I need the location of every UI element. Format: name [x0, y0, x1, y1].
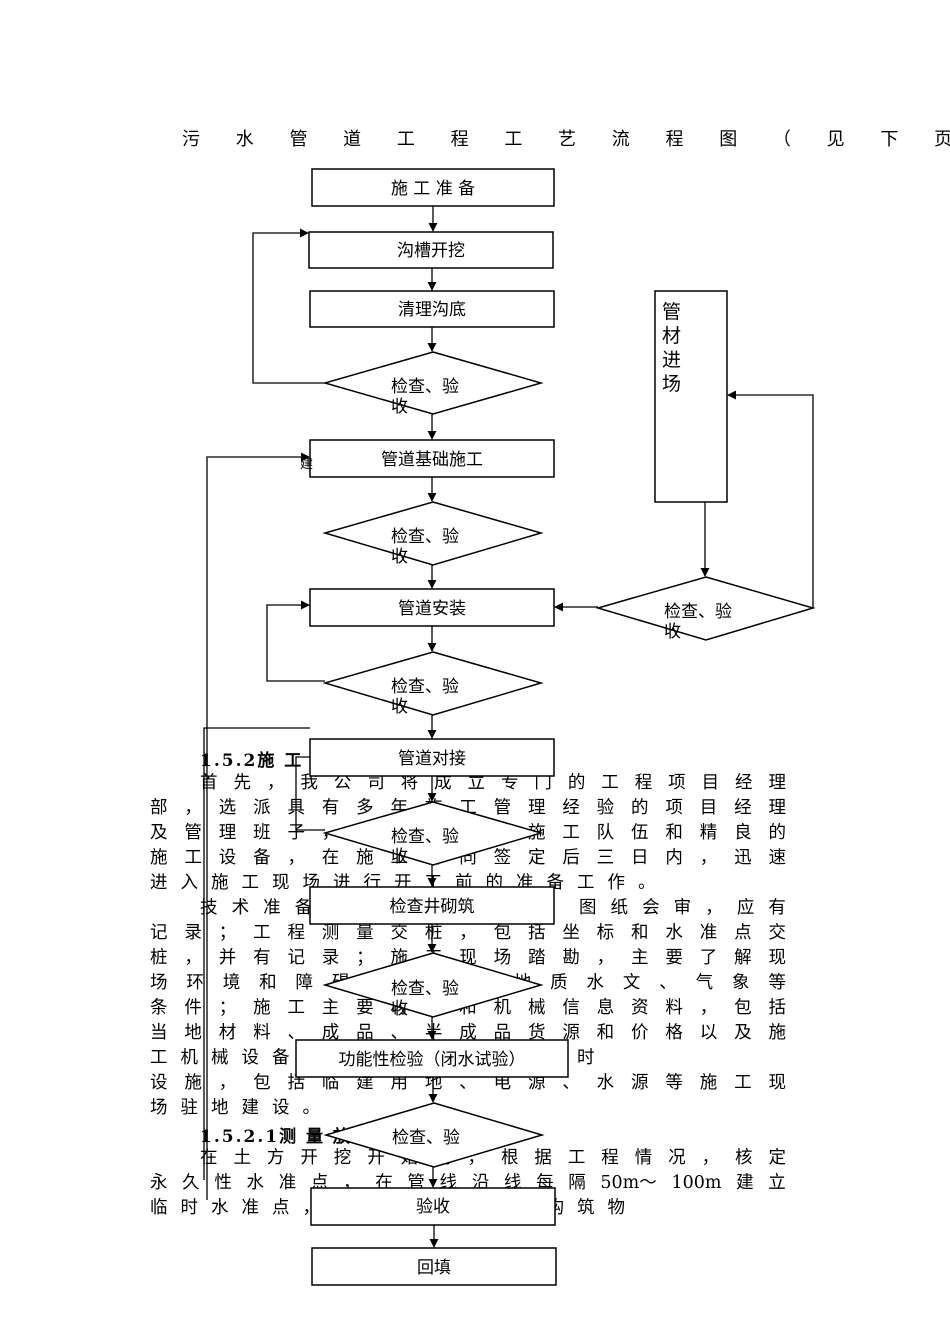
decision-label-6: 检查、验	[392, 1128, 460, 1148]
node-label-well: 检查井砌筑	[390, 897, 475, 917]
node-label-pipe-1: 管	[662, 301, 681, 323]
node-box-well	[309, 886, 555, 925]
decision-label-1b: 收	[391, 397, 408, 417]
node-label-trench: 沟槽开挖	[397, 241, 465, 261]
node-label-backfill: 回填	[417, 1258, 451, 1278]
section-heading-1-5-2-1: 1.5.2.1测 量 放 线	[200, 1127, 379, 1147]
decision-label-5b: 收	[391, 999, 408, 1019]
decision-label-4b: 收	[391, 847, 408, 867]
node-box-pipe-arrival	[654, 290, 728, 503]
node-label-base: 管道基础施工	[381, 450, 483, 470]
feedback-line-joint	[203, 727, 310, 1180]
decision-diamond-1	[322, 351, 544, 415]
decision-diamond-6	[323, 1102, 545, 1168]
node-label-pipe-4: 场	[662, 373, 681, 395]
decision-diamond-pipe	[595, 576, 816, 641]
decision-label-1a: 检查、验	[391, 377, 459, 397]
body-text-line: 场驻地建设。	[150, 1098, 320, 1118]
node-label-joint: 管道对接	[398, 749, 466, 769]
node-label-pipe-3: 进	[662, 349, 681, 371]
node-label-install: 管道安装	[398, 599, 466, 619]
node-box-install	[309, 588, 555, 627]
decision-label-3b: 收	[391, 697, 408, 717]
decision-label-2b: 收	[391, 547, 408, 567]
node-box-func	[295, 1039, 569, 1078]
decision-label-3a: 检查、验	[391, 677, 459, 697]
decision-diamond-4	[322, 801, 544, 866]
decision-label-4a: 检查、验	[391, 827, 459, 847]
node-label-func: 功能性检验（闭水试验）	[339, 1050, 526, 1070]
document-title: 污 水 管 道 工 程 工 艺 流 程 图 （ 见 下 页 ）	[182, 129, 950, 150]
decision-label-pipe-a: 检查、验	[664, 602, 732, 622]
node-box-base	[309, 439, 555, 478]
feedback-arrow-base	[206, 452, 310, 1200]
decision-label-pipe-b: 收	[664, 622, 681, 642]
node-label-clean: 清理沟底	[398, 300, 466, 320]
feedback-arrow-1	[252, 228, 325, 384]
node-box-accept	[310, 1187, 556, 1226]
decision-label-2a: 检查、验	[391, 527, 459, 547]
body-text-line: 记录；工程测量交桩，包括坐标和水准点交	[150, 923, 786, 943]
node-label-prep: 施 工 准 备	[391, 179, 475, 199]
node-box-backfill	[311, 1247, 557, 1286]
body-text-line: 首先，我公司将成立专门的工程项目经理	[200, 773, 786, 793]
feedback-arrow-3	[266, 600, 325, 682]
node-box-trench	[308, 231, 554, 269]
node-box-joint	[309, 738, 555, 777]
stray-mark: 建	[300, 457, 313, 472]
section-heading-1-5-2: 1.5.2施 工	[200, 751, 304, 771]
decision-diamond-3	[322, 651, 544, 716]
decision-label-5a: 检查、验	[391, 979, 459, 999]
node-label-accept: 验收	[416, 1197, 450, 1217]
decision-diamond-5	[322, 952, 544, 1018]
decision-diamond-2	[322, 501, 544, 566]
feedback-line-4	[295, 756, 325, 831]
feedback-arrow-pipe	[727, 390, 814, 608]
body-text-line: 当地材料、成品、半成品货源和价格以及施	[150, 1023, 786, 1043]
node-box-prep	[311, 168, 555, 207]
node-label-pipe-2: 材	[662, 325, 681, 347]
node-box-clean	[309, 290, 555, 328]
